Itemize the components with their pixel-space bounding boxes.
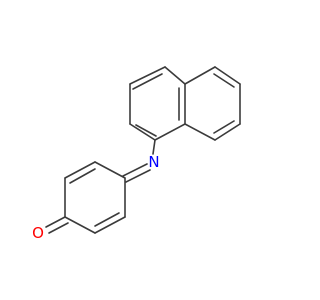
bond (184, 123, 216, 141)
bond (64, 161, 96, 179)
bond (132, 73, 163, 90)
bond (164, 66, 186, 85)
bond (135, 124, 157, 137)
bond (122, 163, 148, 177)
molecule-structure-diagram: N O (32, 66, 241, 242)
bond (94, 212, 120, 227)
bond (214, 66, 241, 85)
bond (94, 216, 126, 234)
bond (64, 216, 96, 234)
bond (69, 168, 96, 184)
nitrogen-atom-label: N (148, 153, 159, 171)
bond (184, 66, 216, 85)
bond (125, 169, 151, 183)
bond (214, 123, 241, 141)
bond (129, 66, 166, 85)
bond (94, 161, 126, 179)
bond (213, 73, 235, 88)
bond (213, 120, 235, 134)
oxygen-atom-label: O (32, 224, 44, 242)
bond (48, 222, 69, 234)
bond (154, 123, 186, 141)
bond (152, 139, 156, 155)
bond (129, 123, 156, 141)
bond (45, 216, 66, 228)
